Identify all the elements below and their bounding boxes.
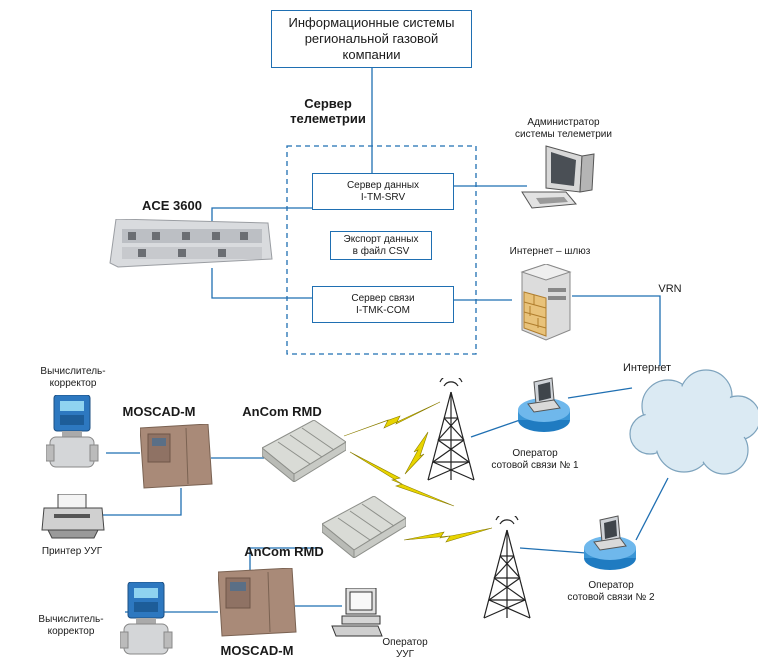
regional-gas-company-is-box: Информационные системы региональной газо…	[271, 10, 472, 68]
moscad-m-1-device-icon	[140, 424, 213, 489]
data-server-line-1: Сервер данных	[346, 179, 420, 191]
data-server-line-2: I-TM-SRV	[360, 191, 406, 203]
printer-label: Принтер УУГ	[41, 546, 103, 557]
comm-server-line-2: I-TMK-COM	[356, 304, 410, 316]
moscad-m-2-device-icon	[218, 568, 297, 637]
flow-computer-1-label: Вычислитель- корректор	[40, 366, 106, 389]
lightning-3	[404, 431, 429, 475]
cellular-operator-2-label: Оператор сотовой связи № 2	[567, 580, 655, 603]
ancom-rmd-1-label: AnCom RMD	[242, 404, 322, 419]
lightning-4	[403, 527, 493, 543]
lightning-1	[343, 401, 441, 437]
internet-gateway-firewall-icon	[520, 264, 572, 341]
export-line-2: в файл CSV	[352, 245, 410, 257]
printer-icon	[41, 494, 105, 539]
internet-gateway-label: Интернет – шлюз	[509, 246, 591, 257]
comm-server-line-1: Сервер связи	[351, 292, 415, 304]
flow-computer-2-icon	[120, 582, 173, 655]
radio-tower-1-icon	[427, 378, 475, 481]
header-line-2: региональной газовой	[304, 31, 439, 46]
moscad-m-2-label: MOSCAD-M	[220, 643, 294, 658]
telemetry-server-label: Сервер телеметрии	[290, 96, 366, 126]
cellular-operator-1-icon	[518, 377, 570, 432]
ancom-rmd-2-label: AnCom RMD	[244, 544, 324, 559]
cellular-operator-1-label: Оператор сотовой связи № 1	[491, 448, 579, 471]
ace3600-label: ACE 3600	[142, 198, 202, 213]
flow-computer-1-icon	[46, 395, 99, 468]
internet-cloud-icon	[629, 369, 758, 475]
cellular-operator-2-icon	[584, 515, 636, 570]
internet-label: Интернет	[623, 362, 671, 374]
admin-computer-icon	[521, 145, 595, 209]
header-line-3: компании	[342, 47, 401, 62]
ancom-rmd-2-modem-icon	[322, 496, 406, 558]
data-server-box: Сервер данных I-TM-SRV	[312, 173, 454, 210]
lightning-2	[349, 451, 455, 507]
uug-operator-computer-icon	[331, 588, 383, 637]
moscad-m-1-label: MOSCAD-M	[122, 404, 196, 419]
vrn-label: VRN	[658, 283, 682, 295]
export-line-1: Экспорт данных	[343, 233, 419, 245]
ancom-rmd-1-modem-icon	[262, 420, 346, 482]
radio-tower-2-icon	[483, 516, 531, 619]
uug-operator-label: Оператор УУГ	[382, 637, 428, 660]
admin-label: Администратор системы телеметрии	[515, 117, 612, 140]
comm-server-box: Сервер связи I-TMK-COM	[312, 286, 454, 323]
export-csv-box: Экспорт данных в файл CSV	[330, 231, 432, 260]
header-line-1: Информационные системы	[288, 15, 455, 30]
flow-computer-2-label: Вычислитель- корректор	[38, 614, 104, 637]
ace3600-device-icon	[109, 219, 273, 268]
